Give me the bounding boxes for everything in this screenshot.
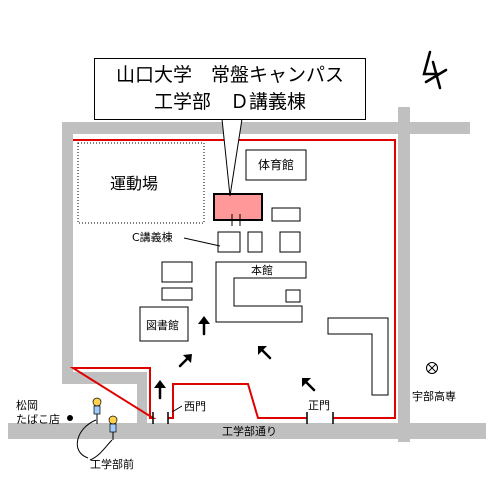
library [139, 306, 189, 342]
label-bus-stop: 工学部前 [90, 458, 134, 471]
label-matsuoka-2: たばこ店 [16, 413, 60, 426]
label-west-gate: 西門 [184, 400, 206, 413]
building-small-2 [247, 231, 263, 253]
label-sports-field: 運動場 [110, 174, 159, 193]
main-building [215, 261, 307, 323]
label-matsuoka-1: 松岡 [16, 399, 38, 412]
road-left-lower [62, 372, 142, 384]
matsuoka-tobacco-marker [67, 415, 73, 421]
label-main-gate: 正門 [308, 399, 330, 412]
title-callout-pointer [221, 118, 243, 197]
arrow-ne [178, 354, 192, 368]
road-right [398, 107, 410, 442]
building-small-3 [279, 231, 301, 253]
d-building [213, 193, 263, 221]
c-building-pointer [183, 237, 221, 247]
label-library: 図書館 [146, 319, 179, 332]
arrow-nw-1 [258, 346, 272, 360]
bus-stop-person-1-icon [92, 397, 102, 424]
title-line-2: 工学部 Ｄ講義棟 [153, 91, 306, 113]
label-c-building: C講義棟 [132, 231, 173, 244]
gates [152, 405, 334, 424]
bus-stop-person-2-icon [108, 415, 118, 440]
label-road: 工学部通り [222, 425, 277, 438]
building-left-2 [161, 287, 193, 301]
arrow-up-1 [198, 316, 210, 336]
north-arrow-icon [422, 50, 448, 90]
west-gate-pointer [171, 405, 183, 413]
gym [245, 149, 307, 181]
sports-field [77, 142, 205, 224]
building-left-1 [161, 261, 193, 283]
label-main-building: 本館 [251, 264, 273, 277]
title-callout: 山口大学 常盤キャンパス 工学部 Ｄ講義棟 [94, 58, 366, 120]
title-line-1: 山口大学 常盤キャンパス [115, 64, 344, 86]
roads [8, 107, 486, 442]
road-bottom [8, 423, 486, 439]
label-gym: 体育館 [258, 158, 295, 172]
building-right-l [327, 317, 389, 396]
label-kosen: 宇部高専 [412, 390, 456, 403]
c-building [217, 231, 241, 253]
arrow-nw-2 [302, 378, 316, 392]
road-left [62, 122, 73, 384]
school-symbol-icon [426, 362, 438, 374]
direction-arrows [154, 316, 316, 400]
bus-stop-pointer [76, 419, 113, 461]
main-building-annex [285, 289, 301, 303]
arrow-up-2 [154, 380, 166, 400]
road-gate-vertical [137, 372, 147, 430]
road-top [62, 122, 470, 134]
building-small-1 [271, 207, 301, 222]
